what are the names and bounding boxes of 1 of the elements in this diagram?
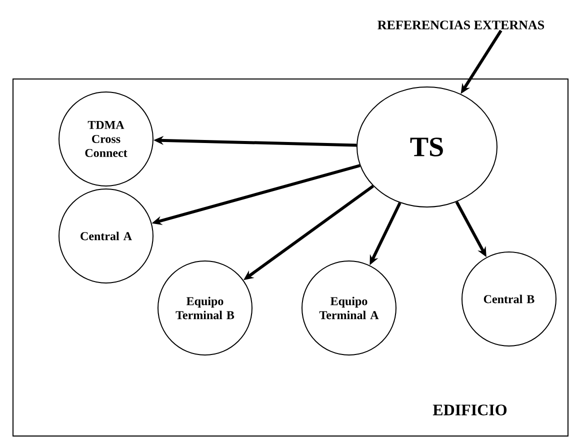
caption-text: REFERENCIAS EXTERNAS — [378, 20, 544, 30]
